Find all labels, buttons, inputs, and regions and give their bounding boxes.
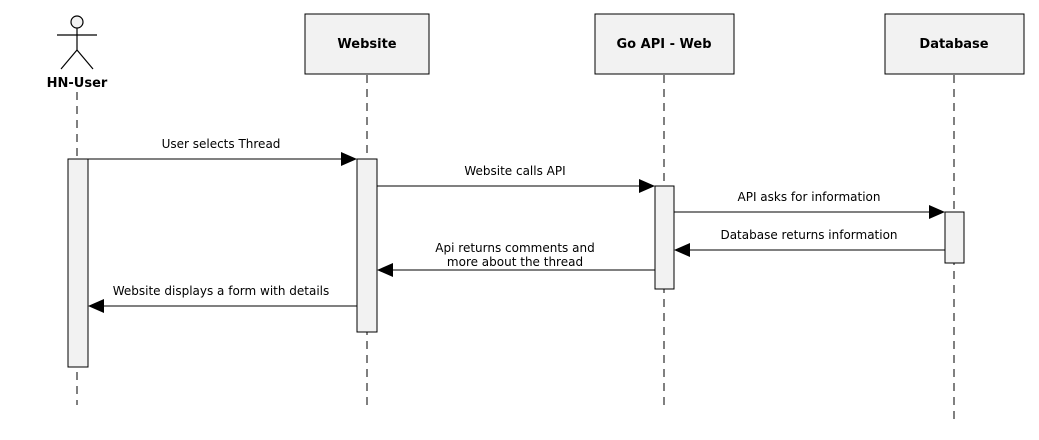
- message-api-returns-comments: Api returns comments and more about the …: [377, 241, 655, 277]
- arrowhead-left-icon: [674, 243, 690, 257]
- participant-hn-user: HN-User: [47, 15, 108, 91]
- participant-box-website: [304, 13, 430, 75]
- message-website-displays-form: Website displays a form with details: [88, 284, 357, 313]
- activation-hn-user: [67, 158, 89, 368]
- message-label: API asks for information: [738, 190, 881, 204]
- participant-go-api: Go API - Web: [594, 13, 735, 75]
- arrowhead-right-icon: [929, 205, 945, 219]
- message-website-calls-api: Website calls API: [377, 164, 655, 193]
- participant-box-database: [884, 13, 1025, 75]
- participant-label-website: Website: [337, 37, 396, 52]
- participant-label-go-api: Go API - Web: [617, 37, 712, 52]
- participant-box-go-api: [594, 13, 735, 75]
- message-database-returns-information: Database returns information: [674, 228, 945, 257]
- activation-database: [944, 211, 965, 264]
- message-label: Database returns information: [720, 228, 897, 242]
- participant-website: Website: [304, 13, 430, 75]
- arrowhead-left-icon: [88, 299, 104, 313]
- message-label: User selects Thread: [162, 137, 281, 151]
- arrowhead-right-icon: [341, 152, 357, 166]
- message-label-line-2: more about the thread: [447, 255, 583, 269]
- arrowhead-left-icon: [377, 263, 393, 277]
- activation-go-api: [654, 185, 675, 290]
- participant-label-hn-user: HN-User: [47, 76, 108, 91]
- message-user-selects-thread: User selects Thread: [88, 137, 357, 166]
- arrowhead-right-icon: [639, 179, 655, 193]
- message-label-line-1: Api returns comments and: [435, 241, 594, 255]
- participant-database: Database: [884, 13, 1025, 75]
- actor-icon: [57, 15, 97, 70]
- participant-label-database: Database: [919, 37, 988, 52]
- message-label: Website displays a form with details: [113, 284, 330, 298]
- activation-website: [356, 158, 378, 333]
- message-api-asks-for-information: API asks for information: [674, 190, 945, 219]
- message-label: Website calls API: [464, 164, 565, 178]
